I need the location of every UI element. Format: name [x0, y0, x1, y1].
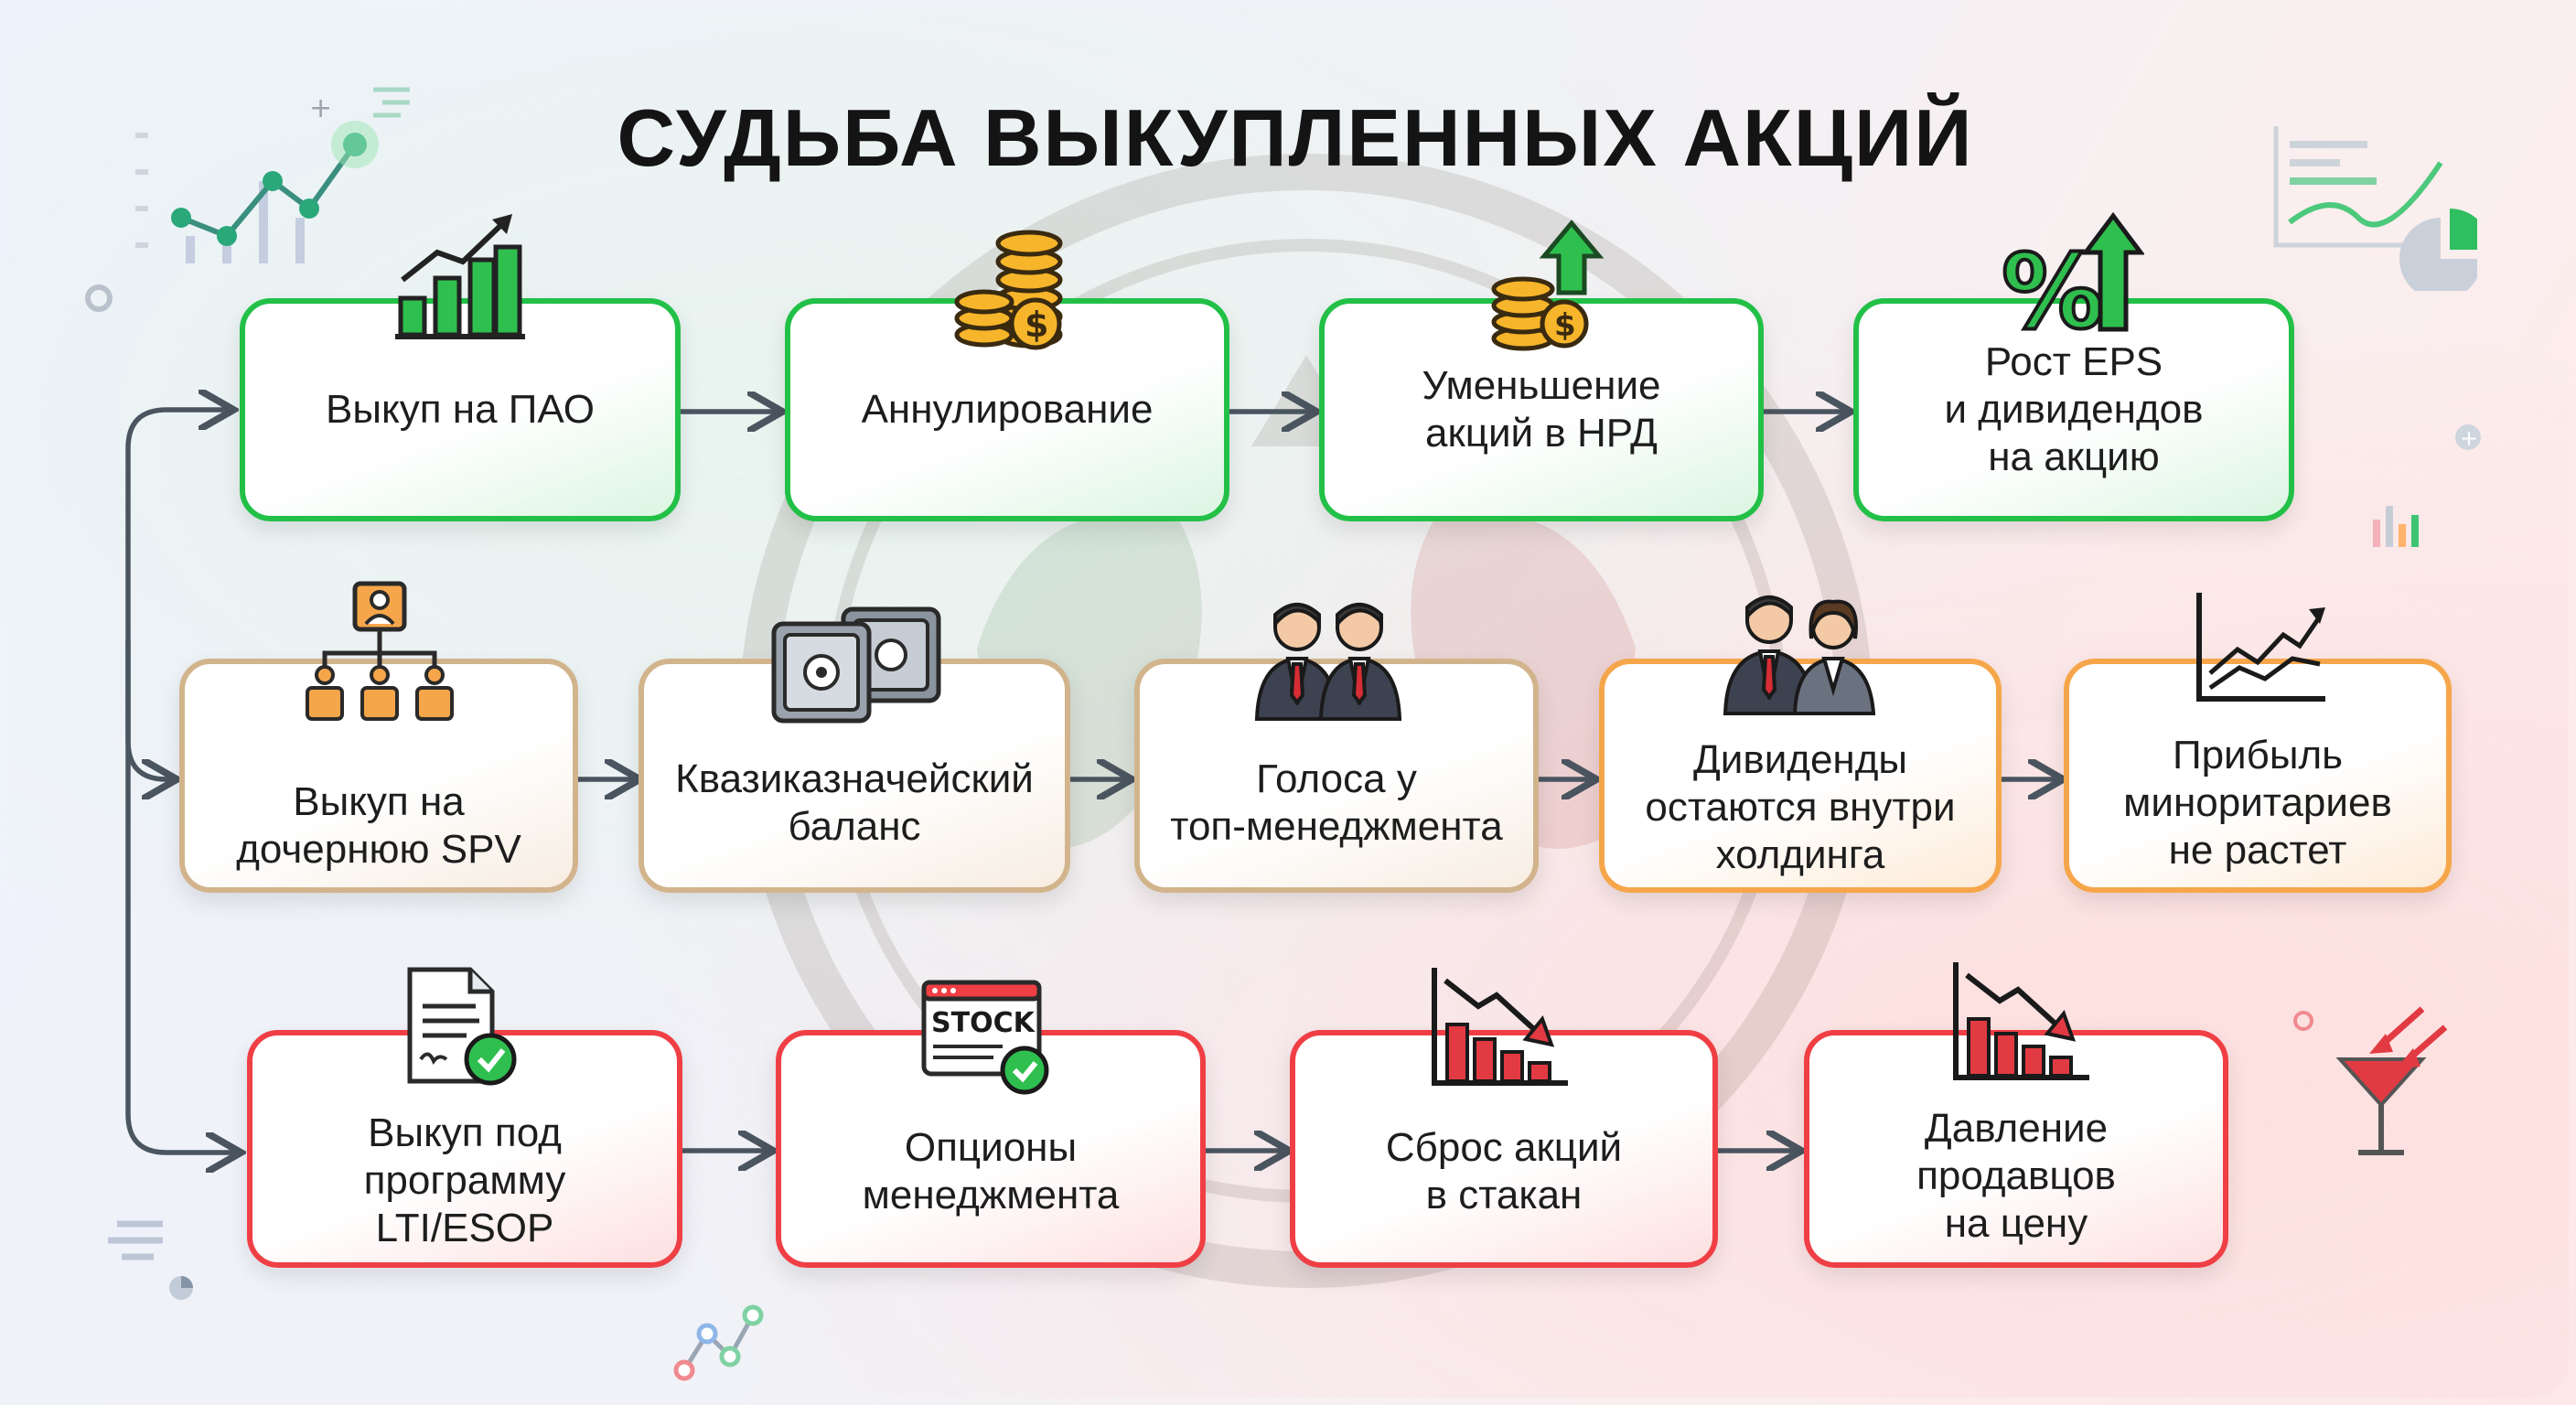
falling-bar-chart-icon	[1432, 968, 1568, 1086]
page-title: СУДЬБА ВЫКУПЛЕННЫХ АКЦИЙ	[617, 92, 1974, 183]
falling-bar-chart-icon	[1953, 962, 2089, 1080]
box-eps-growth: Рост EPS и дивидендов на акцию	[1853, 298, 2294, 521]
stock-screen-label: STOCK	[931, 1007, 1036, 1039]
box-label: Аннулирование	[861, 387, 1154, 432]
growth-bar-chart-icon	[395, 214, 525, 339]
org-chart-icon	[306, 581, 454, 721]
box-label: Прибыль миноритариев не растет	[2123, 733, 2392, 873]
trunk-arrow-bottom	[125, 638, 236, 1153]
trunk-arrow-top	[125, 410, 229, 643]
deco-list-lines-icon	[108, 1220, 163, 1260]
box-label: Голоса у топ-менеджмента	[1170, 756, 1503, 849]
deco-pie-dot-icon	[169, 1276, 193, 1300]
percent-up-arrow-icon: %	[2000, 211, 2144, 338]
trunk-arrow-middle	[125, 638, 172, 779]
deco-plus-circle-icon: +	[2455, 424, 2481, 451]
deco-node-graph-icon	[673, 1304, 764, 1381]
box-label: Рост EPS и дивидендов на акцию	[1944, 339, 2204, 479]
box-label: Выкуп на дочернюю SPV	[236, 779, 521, 872]
approved-document-icon	[407, 967, 517, 1086]
deco-report-chart-icon	[2273, 126, 2477, 291]
box-label: Выкуп под программу LTI/ESOP	[363, 1110, 566, 1250]
svg-text:+: +	[2460, 425, 2478, 451]
businessmen-icon	[1254, 603, 1402, 721]
box-label: Квазиказначейский баланс	[675, 756, 1034, 849]
deco-line-chart-icon: +	[135, 87, 410, 263]
box-label: Давление продавцов на цену	[1916, 1106, 2116, 1246]
deco-mini-bars-icon	[2373, 506, 2419, 547]
safe-icon	[771, 606, 941, 724]
svg-text:$: $	[1554, 307, 1576, 344]
box-label: Выкуп на ПАО	[326, 387, 595, 432]
deco-falling-arrows-glass-icon	[2293, 1006, 2448, 1155]
svg-text:$: $	[1025, 305, 1048, 345]
box-minority-profit: Прибыль миноритариев не растет	[2064, 659, 2452, 893]
flat-line-chart-icon	[2196, 593, 2325, 702]
svg-text:+: +	[309, 92, 332, 124]
business-team-icon	[1723, 595, 1876, 715]
box-dump-shares: Сброс акций в стакан	[1290, 1030, 1718, 1268]
coin-stack-icon: $	[954, 230, 1063, 350]
coins-up-arrow-icon: $	[1491, 220, 1605, 351]
box-label: Сброс акций в стакан	[1385, 1125, 1623, 1217]
stock-screen-icon: STOCK	[921, 980, 1049, 1095]
box-label: Дивиденды остаются внутри холдинга	[1645, 737, 1956, 877]
box-label: Опционы менеджмента	[862, 1125, 1120, 1217]
deco-small-circle-icon	[85, 284, 113, 312]
box-label: Уменьшение акций в НРД	[1422, 363, 1661, 456]
